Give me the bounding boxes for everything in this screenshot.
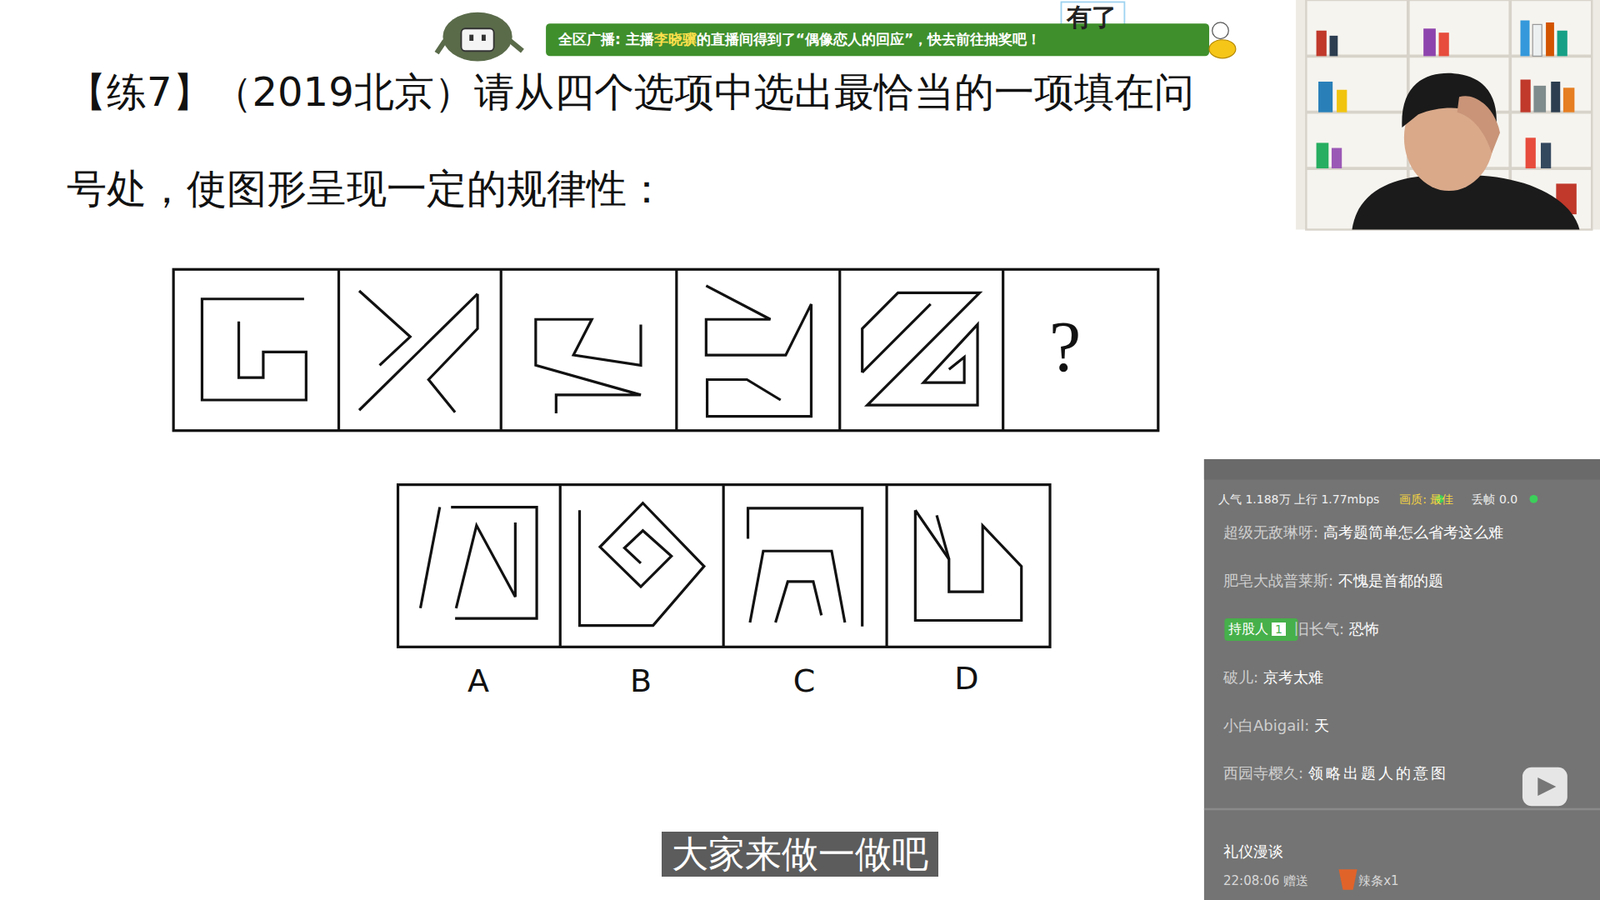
- question-mark: ?: [1049, 305, 1081, 389]
- options-row: [398, 485, 1050, 648]
- chat-user: 破儿:: [1223, 667, 1259, 688]
- gift-sender: 礼仪漫谈: [1223, 841, 1284, 862]
- sticker-mascot: [436, 12, 523, 62]
- chat-row: 持股人1 旧长气:恐怖: [1225, 619, 1380, 640]
- webcam-view: [1295, 0, 1600, 230]
- chat-row: 小白Abigail:天: [1223, 715, 1330, 736]
- chat-user: 肥皂大战普莱斯:: [1223, 570, 1334, 591]
- chat-message: 领略出题人的意图: [1308, 763, 1449, 784]
- fan-badge: 持股人: [1225, 620, 1272, 639]
- stats-text: 人气 1.188万 上行 1.77mbps: [1218, 492, 1380, 508]
- banner-text: 的直播间得到了“偶像恋人的回应”，快去前往抽奖吧！: [696, 30, 1041, 50]
- banner-icon: [1209, 22, 1236, 59]
- option-letter: C: [793, 662, 816, 700]
- chat-message: 京考太难: [1263, 667, 1324, 688]
- option-letter: D: [954, 660, 979, 697]
- chat-message: 高考题简单怎么省考这么难: [1323, 522, 1504, 543]
- sticker-text: 有了: [1066, 0, 1117, 35]
- puzzle-row: [173, 269, 1159, 430]
- question-title: 【练7】（2019北京）请从四个选项中选出最恰当的一项填在问号处，使图形呈现一定…: [66, 43, 1234, 237]
- fan-level: 1: [1271, 622, 1286, 636]
- banner-text: 全区广播: 主播: [558, 30, 655, 50]
- gift-name: 辣条x1: [1358, 873, 1399, 890]
- quality-text: 画质: 最佳: [1399, 492, 1454, 508]
- banner-text: 全区广播: 主播李晓骥的直播间得到了“偶像恋人的回应”，快去前往抽奖吧！: [558, 30, 1041, 50]
- stats-text: 人气 1.188万 上行 1.77mbps 画质: 最佳 丢帧 0.0: [1218, 492, 1518, 508]
- chat-user: 西园寺樱久:: [1223, 763, 1304, 784]
- dropframe-text: 丢帧 0.0: [1471, 492, 1518, 508]
- chat-message: 不愧是首都的题: [1338, 570, 1444, 591]
- gift-row: 22:08:06 赠送 辣条x1: [1223, 873, 1400, 890]
- streamer-name: 李晓骥: [654, 30, 697, 50]
- chat-message: 恐怖: [1349, 619, 1380, 640]
- chat-user: 旧长气:: [1294, 619, 1345, 640]
- option-letter: A: [467, 662, 490, 700]
- video-subtitle: 大家来做一做吧: [661, 831, 939, 877]
- option-letter: B: [630, 662, 652, 700]
- chat-panel: [1204, 459, 1600, 900]
- chat-row: 西园寺樱久:领略出题人的意图: [1223, 763, 1449, 784]
- chat-row: 超级无敌琳呀:高考题简单怎么省考这么难: [1223, 522, 1504, 543]
- chat-user: 小白Abigail:: [1223, 715, 1310, 736]
- chat-row: 肥皂大战普莱斯:不愧是首都的题: [1223, 570, 1444, 591]
- chat-message: 天: [1314, 715, 1330, 736]
- chat-user: 超级无敌琳呀:: [1223, 522, 1319, 543]
- chat-row: 破儿:京考太难: [1223, 667, 1324, 688]
- gift-time: 22:08:06 赠送: [1223, 873, 1309, 890]
